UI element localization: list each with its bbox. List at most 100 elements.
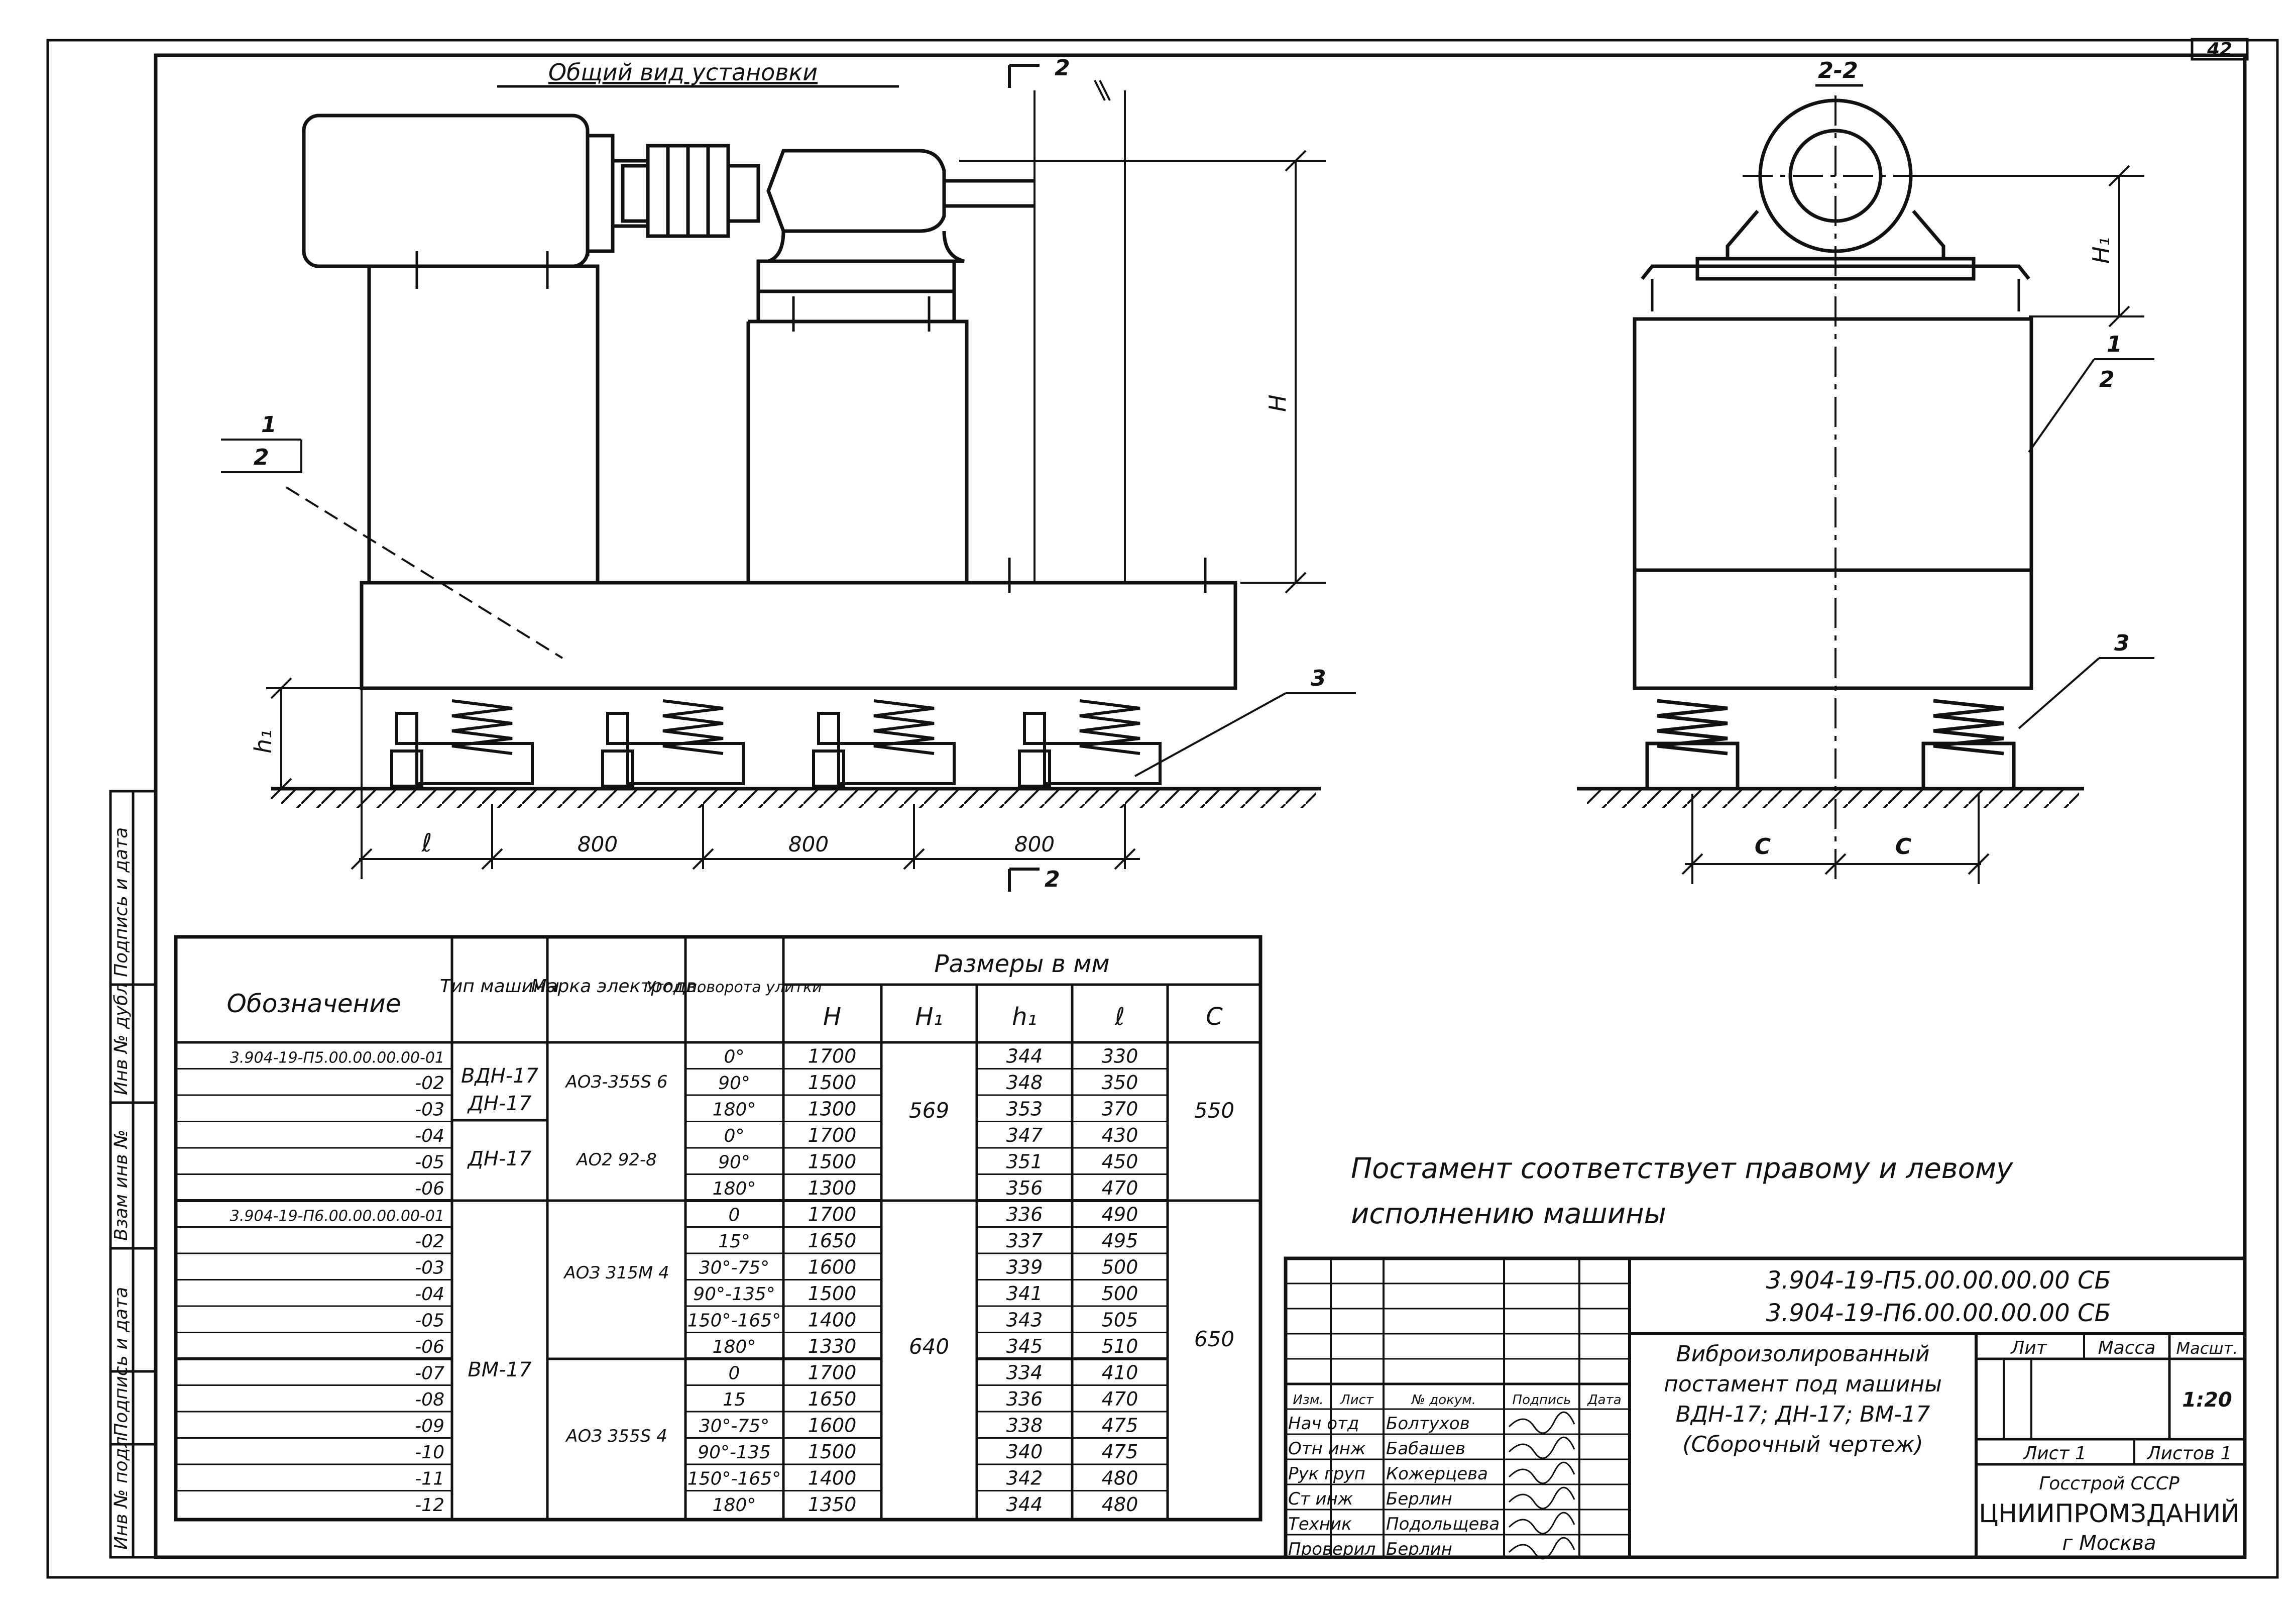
cell-l: 410 (1102, 1362, 1138, 1384)
cell-angle: 0 (729, 1363, 740, 1384)
dimension-H1 (1918, 165, 2144, 328)
side-stamp-4: Инв № дубл (111, 983, 132, 1095)
dimension-C (1681, 794, 1990, 884)
cell-designation: -11 (415, 1469, 444, 1489)
cell-l: 505 (1102, 1309, 1138, 1331)
view-title: Общий вид установки (548, 59, 818, 86)
cell-h1: 353 (1006, 1098, 1043, 1120)
cell-designation: 3.904-19-П6.00.00.00.00-01 (230, 1208, 444, 1225)
cell-l: 450 (1102, 1151, 1138, 1173)
callouts-right (2018, 358, 2154, 729)
group-machine-3: ДН-17 (467, 1147, 532, 1170)
section-block (1633, 317, 2033, 572)
cell-h1: 356 (1006, 1177, 1043, 1199)
tb-role: Техник (1288, 1514, 1352, 1534)
cell-h1: 338 (1006, 1415, 1043, 1437)
cell-designation: -05 (415, 1311, 444, 1331)
dim-800-3: 800 (1014, 832, 1055, 856)
callout-left-3: 3 (1311, 666, 1326, 691)
signature-mark (1508, 1461, 1575, 1484)
tb-sheet: Лист 1 (2022, 1443, 2087, 1464)
dim-800-2: 800 (788, 832, 829, 856)
group-motor-1: АОЗ-355S 6 (564, 1072, 667, 1092)
signature-mark (1508, 1411, 1575, 1434)
callout-left-2: 2 (254, 445, 269, 470)
side-stamp-2: Подпись и дата (111, 1287, 132, 1437)
dimension-h1 (266, 677, 362, 800)
tb-role: Отн инж (1288, 1439, 1366, 1459)
note-line-2: исполнению машины (1351, 1198, 1666, 1230)
cell-l: 500 (1102, 1256, 1138, 1278)
cell-designation: -08 (415, 1389, 444, 1410)
pedestal-profile (367, 264, 600, 585)
cell-angle: 90°-135 (698, 1442, 771, 1463)
cell-designation: -07 (415, 1363, 444, 1384)
cell-angle: 180° (713, 1178, 756, 1199)
cell-l: 470 (1102, 1177, 1138, 1199)
cell-h1: 344 (1006, 1045, 1043, 1067)
note-line-1: Постамент соответствует правому и левому (1351, 1152, 2013, 1185)
cell-h1: 348 (1006, 1071, 1043, 1094)
cell-designation: -03 (415, 1100, 444, 1120)
group-motor-4: АОЗ 355S 4 (565, 1426, 667, 1446)
th-motor-brand: Марка электродв. (531, 976, 702, 997)
tb-sheets: Листов 1 (2146, 1443, 2232, 1464)
cell-designation: 3.904-19-П5.00.00.00.00-01 (230, 1049, 444, 1067)
signature-mark (1508, 1537, 1575, 1560)
cell-H: 1400 (808, 1309, 857, 1331)
dim-c-1: C (1755, 834, 1771, 860)
tb-code-1: 3.904-19-П5.00.00.00.00 СБ (1766, 1266, 2111, 1295)
cell-H: 1700 (808, 1124, 857, 1146)
tb-role: Проверил (1288, 1539, 1375, 1559)
cell-l: 490 (1102, 1204, 1138, 1226)
cell-H: 1650 (808, 1230, 857, 1252)
th-machine-type: Тип машины (440, 976, 559, 997)
cell-h1: 339 (1006, 1256, 1043, 1278)
cell-H: 1300 (808, 1177, 857, 1199)
cell-H: 1700 (808, 1045, 857, 1067)
cell-H: 1650 (808, 1388, 857, 1410)
cell-l: 470 (1102, 1388, 1138, 1410)
cell-h1: 337 (1006, 1230, 1043, 1252)
tb-col-doc: № докум. (1411, 1392, 1476, 1408)
fan-housing (766, 149, 946, 233)
tb-org-3: г Москва (2062, 1532, 2156, 1555)
tb-org-1: Госстрой СССР (2039, 1473, 2179, 1494)
dim-h1-label: h₁ (250, 729, 277, 754)
tb-scale: Масшт. (2176, 1339, 2238, 1358)
cell-h1: 340 (1006, 1441, 1043, 1463)
cell-H: 1500 (808, 1151, 857, 1173)
th-l: ℓ (1114, 1003, 1125, 1031)
sheet-frame (46, 38, 2279, 1579)
tb-col-sign: Подпись (1513, 1392, 1571, 1408)
cell-designation: -05 (415, 1152, 444, 1173)
spring-mounts-left (390, 699, 1162, 788)
section-label-top: 2 (1055, 55, 1070, 81)
cell-h1: 344 (1006, 1493, 1043, 1516)
tb-name-4: (Сборочный чертеж) (1682, 1432, 1923, 1457)
cell-designation: -09 (415, 1416, 444, 1437)
tb-col-list: Лист (1340, 1392, 1374, 1408)
tb-person: Бабашев (1386, 1439, 1465, 1459)
group-machine-2: ДН-17 (467, 1092, 532, 1115)
cell-angle: 30°-75° (699, 1416, 770, 1437)
signature-mark (1508, 1436, 1575, 1459)
tb-person: Берлин (1386, 1539, 1452, 1559)
dim-H-label: H (1264, 394, 1291, 412)
tb-scale-value: 1:20 (2182, 1388, 2232, 1412)
tb-person: Кожерцева (1386, 1464, 1488, 1484)
group-C-a: 550 (1194, 1098, 1234, 1123)
cell-l: 475 (1102, 1415, 1138, 1437)
callout-right-2: 2 (2099, 367, 2115, 392)
group-H1-b: 640 (909, 1334, 949, 1359)
dimension-horizontal-left (351, 688, 1140, 879)
cell-angle: 150°-165° (687, 1311, 781, 1331)
cell-h1: 336 (1006, 1388, 1043, 1410)
cell-H: 1330 (808, 1335, 857, 1357)
cell-angle: 90° (718, 1152, 750, 1173)
cell-h1: 342 (1006, 1467, 1043, 1489)
title-block-grid (1284, 1256, 2247, 1559)
cell-l: 430 (1102, 1124, 1138, 1146)
cell-designation: -06 (415, 1178, 444, 1199)
